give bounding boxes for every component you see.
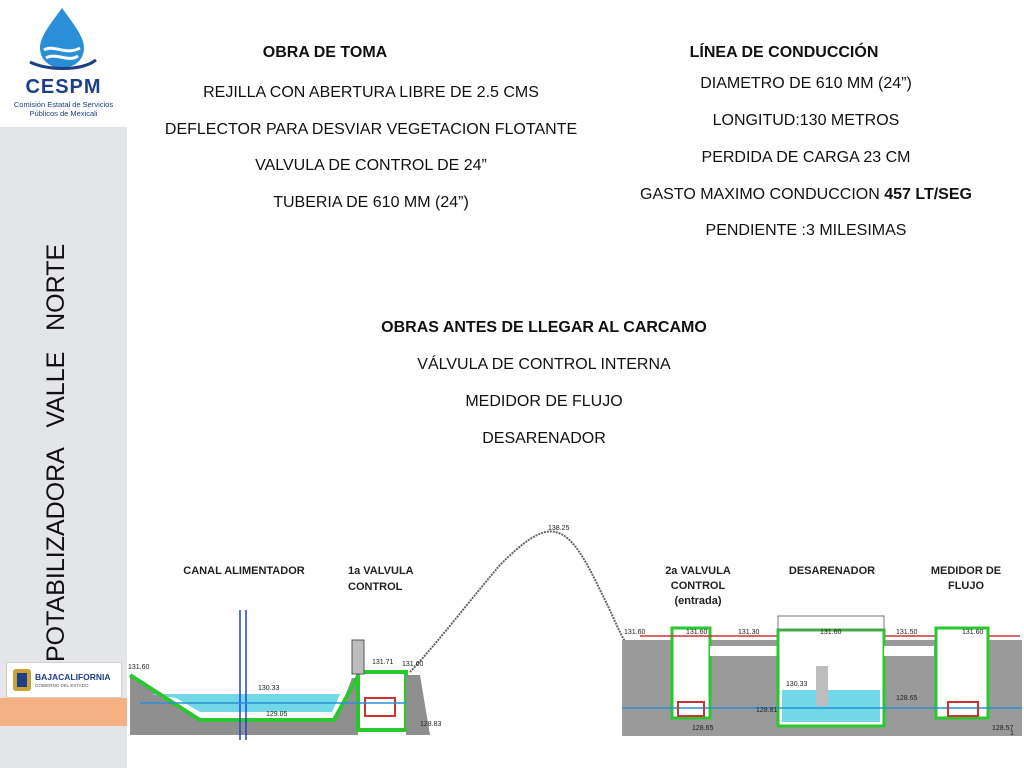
obra-toma-item: VALVULA DE CONTROL DE 24” (255, 157, 487, 174)
level-label: 131.60 (402, 661, 424, 668)
linea-conduccion-heading: LÍNEA DE CONDUCCIÓN (689, 44, 879, 61)
label-valvula1: CONTROL (348, 581, 403, 593)
label-medidor: FLUJO (948, 580, 985, 592)
label-valvula2: 2a VALVULA (665, 565, 731, 577)
logo-name: CESPM (25, 76, 102, 98)
level-label: 131.30 (738, 629, 760, 636)
level-label: 128.65 (692, 725, 714, 732)
level-label: 130.33 (258, 685, 280, 692)
obras-antes-item: VÁLVULA DE CONTROL INTERNA (417, 356, 671, 373)
state-shield-icon (13, 669, 31, 691)
level-label: 131.60 (820, 629, 842, 636)
baja-california-logo: BAJACALIFORNIA GOBIERNO DEL ESTADO (6, 662, 122, 698)
orange-accent-bar (0, 698, 127, 726)
level-label: 128.81 (756, 707, 778, 714)
sidebar: CESPM Comisión Estatal de Servicios Públ… (0, 0, 127, 768)
canal-alimentador (128, 610, 360, 740)
level-label: 129.05 (266, 711, 288, 718)
linea-conduccion-pendiente: PENDIENTE :3 MILESIMAS (705, 222, 907, 239)
level-label: 130.33 (786, 681, 808, 688)
valvula-1-structure (140, 639, 430, 735)
label-valvula1: 1a VALVULA (348, 565, 414, 577)
label-valvula2: CONTROL (671, 580, 726, 592)
level-label: 131.60 (624, 629, 646, 636)
label-desarenador: DESARENADOR (789, 565, 875, 577)
level-label: 131.60 (962, 629, 984, 636)
level-label: 131.60 (128, 664, 150, 671)
label-canal: CANAL ALIMENTADOR (183, 565, 304, 577)
linea-conduccion-gasto: GASTO MAXIMO CONDUCCION 457 LT/SEG (640, 186, 972, 203)
obras-antes-heading: OBRAS ANTES DE LLEGAR AL CARCAMO (381, 319, 707, 336)
level-peak: 138.25 (548, 525, 570, 532)
obras-antes-item: DESARENADOR (482, 430, 606, 447)
obra-toma-item: REJILLA CON ABERTURA LIBRE DE 2.5 CMS (203, 84, 539, 101)
obras-antes-item: MEDIDOR DE FLUJO (465, 393, 623, 410)
linea-conduccion-item: PERDIDA DE CARGA 23 CM (701, 149, 911, 166)
page-number: 1 (1010, 730, 1014, 737)
logo-subtitle: Comisión Estatal de Servicios Públicos d… (13, 100, 114, 118)
right-structures (622, 615, 1022, 736)
terrain-hill (409, 530, 631, 673)
cespm-logo: CESPM Comisión Estatal de Servicios Públ… (0, 0, 127, 127)
obra-toma-item: DEFLECTOR PARA DESVIAR VEGETACION FLOTAN… (164, 121, 578, 138)
label-medidor: MEDIDOR DE (931, 565, 1001, 577)
water-drop-icon (29, 8, 97, 70)
linea-conduccion-item: LONGITUD:130 METROS (712, 112, 900, 129)
level-label: 131.50 (896, 629, 918, 636)
level-label: 131.71 (372, 659, 394, 666)
linea-conduccion-item: DIAMETRO DE 610 MM (24”) (700, 75, 912, 92)
level-label: 128.65 (896, 695, 918, 702)
level-label: 128.83 (420, 721, 442, 728)
obra-toma-heading: OBRA DE TOMA (262, 44, 388, 61)
level-label: 128.57 (992, 725, 1014, 732)
level-label: 131.60 (686, 629, 708, 636)
label-valvula2: (entrada) (674, 595, 721, 607)
obra-toma-item: TUBERIA DE 610 MM (24”) (273, 194, 469, 211)
